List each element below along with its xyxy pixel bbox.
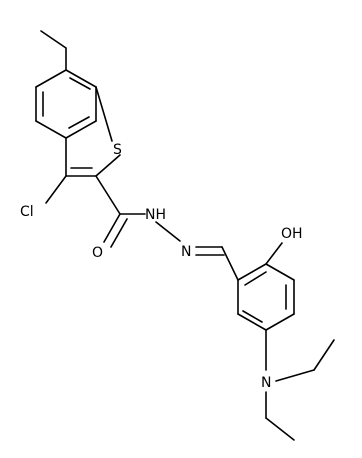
bond-benzo-inner-2 xyxy=(68,116,90,129)
bond-phenyl-2 xyxy=(265,263,295,281)
atom-label-hydroxyl: OH xyxy=(281,226,303,242)
bond-phenyl-1 xyxy=(237,263,267,281)
bond-amine-ethyl-1 xyxy=(275,369,315,382)
atom-label-amine-nitrogen: N xyxy=(261,375,271,391)
bond-thio-1 xyxy=(95,86,113,142)
bond-benzo-1 xyxy=(65,69,97,88)
atom-label-sulfur: S xyxy=(113,142,122,158)
bond-benzo-6 xyxy=(35,69,67,88)
bond-hydroxyl xyxy=(265,242,283,265)
atom-label-chlorine: Cl xyxy=(20,204,34,220)
bond-chlorine xyxy=(45,175,67,204)
bond-amine-ethyl-2-tail xyxy=(265,417,295,441)
bond-hydrazide xyxy=(155,221,181,242)
bond-carbonyl-carbon xyxy=(95,175,121,215)
bond-phenyl-5 xyxy=(237,313,267,331)
bond-carbonyl-double-2 xyxy=(110,218,128,248)
bond-benzo-4 xyxy=(35,120,67,139)
bond-phenyl-4 xyxy=(265,313,295,331)
bond-phenyl-inner-3 xyxy=(242,310,263,323)
bond-thio-2 xyxy=(95,154,121,177)
bond-amine-ethyl-1-tail xyxy=(313,339,335,371)
bond-phenyl-inner-1 xyxy=(244,271,267,286)
bond-ethyl-terminal xyxy=(40,30,67,49)
atom-label-amide-nitrogen: NH xyxy=(145,207,166,223)
bond-benzo-3 xyxy=(65,120,97,139)
bond-phenyl-link xyxy=(221,246,239,281)
atom-label-carbonyl-oxygen: O xyxy=(92,245,103,261)
bond-benzo-inner-1 xyxy=(69,77,91,90)
atom-label-hydrazone-nitrogen: N xyxy=(181,244,191,260)
bond-carbonyl-double-1 xyxy=(103,213,121,243)
